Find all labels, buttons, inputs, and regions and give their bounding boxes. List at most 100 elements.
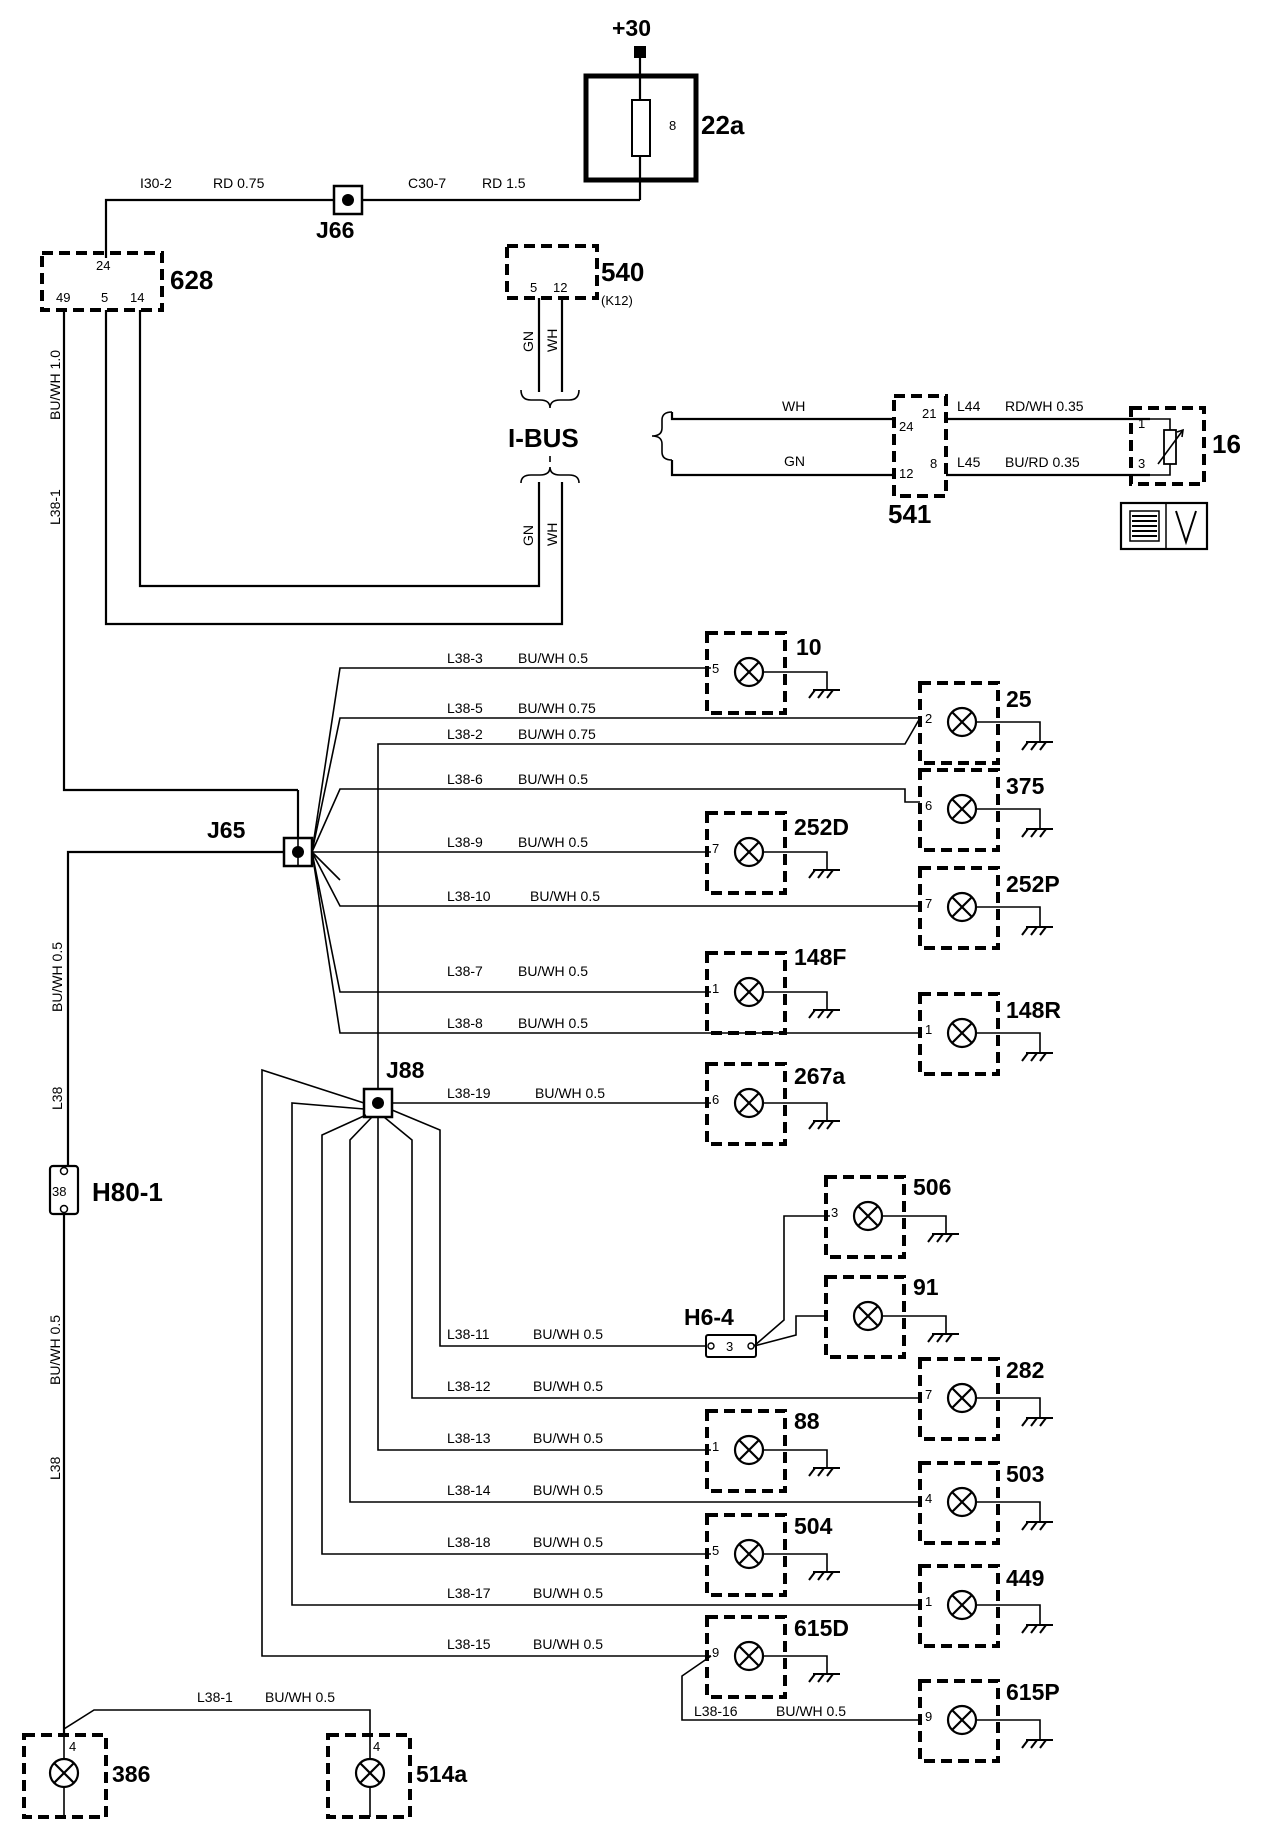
ground-icon — [808, 1467, 840, 1477]
lamp-label: 88 — [794, 1408, 820, 1434]
lamp-pin: 7 — [712, 841, 719, 856]
lamp-pin: 7 — [925, 1387, 932, 1402]
wire-spec: BU/WH 0.5 — [518, 650, 588, 666]
lamp-label: 148F — [794, 944, 846, 970]
module-541-pin: 12 — [899, 466, 913, 481]
lamp-506: 3 506 — [824, 1174, 959, 1259]
lamp-label: 386 — [112, 1761, 150, 1787]
wire-code: L38-1 — [197, 1689, 233, 1705]
bus-color: WH — [544, 329, 560, 352]
module-541-box — [892, 394, 948, 498]
module-541-pin: 21 — [922, 406, 936, 421]
wire-code: L38-5 — [447, 700, 483, 716]
wire-spec: BU/WH 0.5 — [533, 1585, 603, 1601]
lamp-cross-icon — [733, 1434, 765, 1466]
lamp-615d: 9 615D — [705, 1615, 849, 1699]
splice-j65-label: J65 — [207, 817, 246, 843]
lamp-252d: 7 252D — [705, 811, 849, 895]
wire-code: L38-17 — [447, 1585, 491, 1601]
ground-icon — [808, 1673, 840, 1683]
wire-code: L38-19 — [447, 1085, 491, 1101]
ground-icon — [808, 689, 840, 699]
wire-spec: BU/WH 0.5 — [518, 834, 588, 850]
lamp-pin: 1 — [925, 1594, 932, 1609]
module-540-label: 540 — [601, 257, 644, 287]
lamp-cross-icon — [733, 836, 765, 868]
lamp-pin: 3 — [831, 1205, 838, 1220]
module-541-wire-color: WH — [782, 398, 805, 414]
wire-code: L44 — [957, 398, 981, 414]
module-540-box — [505, 244, 599, 300]
lamp-label: 91 — [913, 1274, 939, 1300]
wire-code: L38-10 — [447, 888, 491, 904]
lamp-148r: 1 148R — [918, 992, 1061, 1076]
lamp-504: 5 504 — [705, 1513, 840, 1597]
lamp-cross-icon — [852, 1200, 884, 1232]
module-541-pin: 8 — [930, 456, 937, 471]
lamp-cross-icon — [946, 793, 978, 825]
wire-spec: BU/WH 0.5 — [518, 771, 588, 787]
wire-spec: BU/WH 0.75 — [518, 700, 596, 716]
lamp-pin: 1 — [712, 1439, 719, 1454]
rheostat-pin: 3 — [1138, 456, 1145, 471]
wire-code: L38 — [49, 1086, 65, 1110]
ground-icon — [1021, 828, 1053, 838]
wire-code: L38-12 — [447, 1378, 491, 1394]
lamp-282: 7 282 — [918, 1357, 1053, 1441]
ground-icon — [1021, 926, 1053, 936]
wire-spec: RD 0.75 — [213, 175, 265, 191]
lamp-pin: 9 — [712, 1645, 719, 1660]
wire-spec: BU/WH 0.5 — [533, 1430, 603, 1446]
lamp-pin: 2 — [925, 711, 932, 726]
fuse-label: 22a — [701, 110, 745, 140]
lamp-pin: 6 — [712, 1092, 719, 1107]
ground-icon — [808, 869, 840, 879]
wire-spec: BU/WH 0.5 — [533, 1534, 603, 1550]
lamp-252p: 7 252P — [918, 866, 1060, 950]
lamp-cross-icon — [733, 1087, 765, 1119]
lamp-pin: 4 — [69, 1739, 76, 1754]
bus-label: I-BUS — [508, 423, 579, 453]
lamp-label: 252D — [794, 814, 849, 840]
module-540-sub: (K12) — [601, 293, 633, 308]
ground-icon — [1021, 1052, 1053, 1062]
wire-spec: BU/WH 0.5 — [265, 1689, 335, 1705]
supply-label: +30 — [612, 15, 651, 41]
lamp-label: 267a — [794, 1063, 845, 1089]
wire-spec: BU/WH 0.5 — [535, 1085, 605, 1101]
module-541-label: 541 — [888, 499, 931, 529]
wire-spec: BU/WH 0.5 — [533, 1636, 603, 1652]
lamp-pin: 1 — [925, 1022, 932, 1037]
lamp-cross-icon — [354, 1757, 386, 1789]
module-540-pin: 12 — [553, 280, 567, 295]
ground-icon — [1021, 1417, 1053, 1427]
lamp-cross-icon — [946, 1704, 978, 1736]
wire-spec: BU/WH 0.5 — [533, 1482, 603, 1498]
connector-h6-pin: 3 — [726, 1339, 733, 1354]
fuse-pin: 8 — [669, 118, 676, 133]
lamp-pin: 1 — [712, 981, 719, 996]
dimmer-symbol-icon — [1119, 501, 1209, 551]
lamp-label: 506 — [913, 1174, 951, 1200]
lamp-cross-icon — [733, 1640, 765, 1672]
wire-spec: BU/WH 0.5 — [49, 942, 65, 1012]
lamp-514a: 4 514a — [326, 1733, 467, 1819]
ground-icon — [1021, 1521, 1053, 1531]
connector-h6-label: H6-4 — [684, 1304, 734, 1330]
lamp-503: 4 503 — [918, 1461, 1053, 1545]
lamp-cross-icon — [733, 976, 765, 1008]
splice-j88-label: J88 — [386, 1057, 425, 1083]
module-628-pin: 5 — [101, 290, 108, 305]
ground-icon — [1021, 741, 1053, 751]
fuse-element — [631, 99, 651, 157]
lamp-cross-icon — [946, 1382, 978, 1414]
lamp-91: 91 — [824, 1274, 959, 1359]
ground-icon — [808, 1571, 840, 1581]
lamp-148f: 1 148F — [705, 944, 846, 1035]
rheostat-pin: 1 — [1138, 416, 1145, 431]
module-628-pin: 14 — [130, 290, 144, 305]
lamp-label: 615D — [794, 1615, 849, 1641]
wire-code: L38-14 — [447, 1482, 491, 1498]
lamp-cross-icon — [946, 706, 978, 738]
lamp-cross-icon — [946, 1589, 978, 1621]
